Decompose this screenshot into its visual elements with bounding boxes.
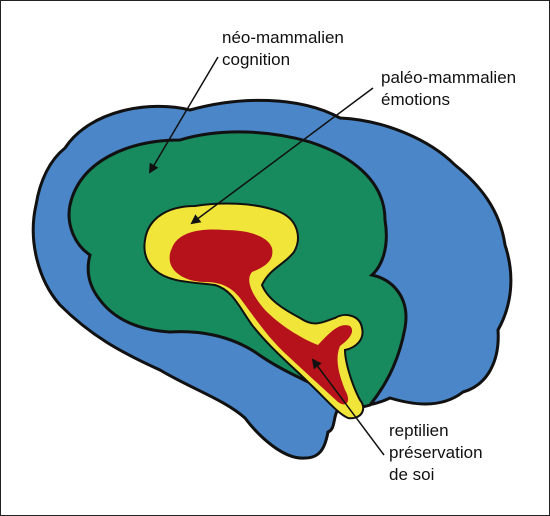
paleo-mammalian-name: paléo-mammalien: [381, 68, 517, 87]
neo-arrow: [148, 56, 219, 174]
paleo-mammalian-function: émotions: [381, 90, 450, 109]
reptilian-region: [169, 229, 353, 405]
reptilian-name: reptilien: [389, 421, 449, 440]
reptilian-label: reptilien préservation de soi: [389, 420, 483, 486]
neo-mammalian-name: néo-mammalien: [222, 28, 344, 47]
reptilian-function-line1: préservation: [389, 443, 483, 462]
neo-mammalian-function: cognition: [222, 50, 291, 69]
reptilian-function-line2: de soi: [389, 465, 435, 484]
neo-mammalian-label: néo-mammalien cognition: [222, 27, 344, 71]
paleo-arrow: [190, 87, 374, 225]
paleo-mammalian-label: paléo-mammalien émotions: [381, 67, 516, 111]
reptilien-arrow: [311, 358, 385, 456]
